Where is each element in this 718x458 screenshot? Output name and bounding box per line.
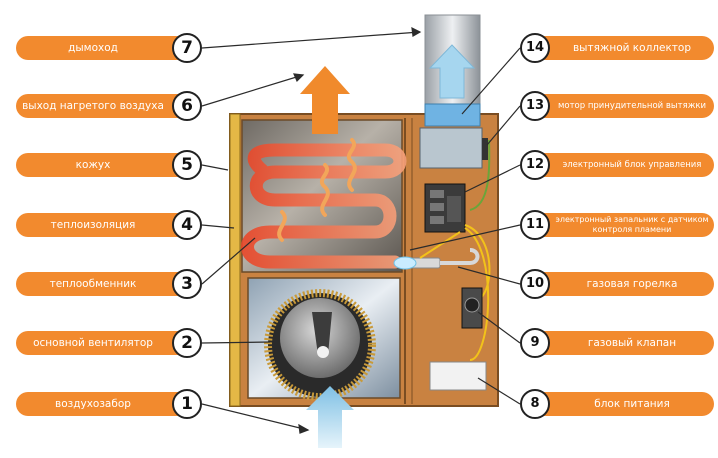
label-main-fan: основной вентилятор bbox=[16, 331, 184, 355]
insulation bbox=[229, 113, 241, 407]
exhaust-arrow bbox=[428, 44, 476, 99]
label-hot-air-outlet: выход нагретого воздуха bbox=[16, 94, 184, 118]
number-badge: 3 bbox=[172, 269, 202, 299]
label-exhaust-collector: вытяжной коллектор bbox=[534, 36, 714, 60]
number-badge: 4 bbox=[172, 210, 202, 240]
label-gas-burner: газовая горелка bbox=[534, 272, 714, 296]
label-control-unit: электронный блок управления bbox=[534, 153, 714, 177]
number-badge: 14 bbox=[520, 33, 550, 63]
flame bbox=[393, 256, 417, 270]
label-gas-valve: газовый клапан bbox=[534, 331, 714, 355]
heat-waves bbox=[277, 138, 357, 242]
exhaust-motor bbox=[419, 127, 483, 169]
power-unit bbox=[429, 361, 487, 391]
label-air-intake: воздухозабор bbox=[16, 392, 184, 416]
hot-air-arrow bbox=[300, 66, 350, 134]
number-badge: 10 bbox=[520, 269, 550, 299]
exhaust-collector bbox=[424, 103, 481, 127]
label-exhaust-motor: мотор принудительной вытяжки bbox=[534, 94, 714, 118]
number-badge: 1 bbox=[172, 389, 202, 419]
number-badge: 6 bbox=[172, 91, 202, 121]
label-power-unit: блок питания bbox=[534, 392, 714, 416]
number-badge: 2 bbox=[172, 328, 202, 358]
number-badge: 5 bbox=[172, 150, 202, 180]
label-chimney: дымоход bbox=[16, 36, 184, 60]
number-badge: 7 bbox=[172, 33, 202, 63]
label-igniter: электронный запальник с датчиком контрол… bbox=[534, 213, 714, 237]
air-intake-arrow bbox=[306, 386, 354, 448]
number-badge: 13 bbox=[520, 91, 550, 121]
leader-lines bbox=[201, 26, 521, 434]
number-badge: 9 bbox=[520, 328, 550, 358]
label-casing: кожух bbox=[16, 153, 184, 177]
number-badge: 12 bbox=[520, 150, 550, 180]
number-badge: 8 bbox=[520, 389, 550, 419]
number-badge: 11 bbox=[520, 210, 550, 240]
heat-exchanger bbox=[241, 143, 407, 269]
label-insulation: теплоизоляция bbox=[16, 213, 184, 237]
label-heat-exchanger: теплообменник bbox=[16, 272, 184, 296]
